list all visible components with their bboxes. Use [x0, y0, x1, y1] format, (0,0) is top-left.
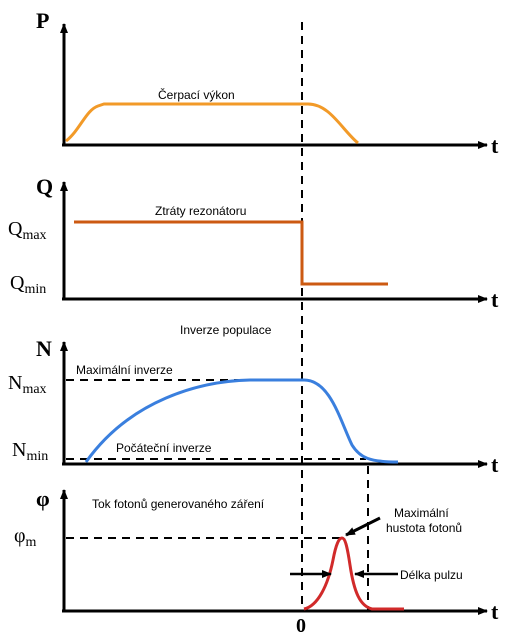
population-inversion-panel: Inverze populace N t Maximální inverze P…: [8, 323, 499, 477]
phi-x-axis-label: t: [491, 599, 499, 624]
phi-heading: Tok fotonů generovaného záření: [92, 497, 265, 511]
n-max-label: Nmax: [8, 372, 47, 397]
phi-y-axis-label: φ: [36, 486, 50, 511]
q-curve-label: Ztráty rezonátoru: [155, 204, 246, 218]
pump-power-curve: [65, 102, 359, 145]
q-min-label: Qmin: [10, 272, 46, 297]
pulse-width-label: Délka pulzu: [400, 568, 463, 582]
q-max-label: Qmax: [8, 218, 47, 243]
peak-note-line1: Maximální: [394, 506, 449, 520]
n-min-label: Nmin: [12, 439, 48, 464]
peak-pointer-arrow: [345, 516, 381, 537]
pump-power-panel: P t Čerpací výkon: [36, 8, 499, 158]
q-x-axis-label: t: [491, 287, 499, 312]
phi-peak-label: φm: [14, 525, 37, 550]
peak-note-line2: hustota fotonů: [386, 521, 462, 535]
pump-curve-label: Čerpací výkon: [158, 87, 235, 102]
n-max-line-label: Maximální inverze: [76, 363, 173, 377]
n-y-axis-label: N: [36, 336, 52, 361]
n-min-line-label: Počáteční inverze: [116, 441, 212, 455]
pump-y-axis-label: P: [36, 8, 49, 33]
photon-flux-pulse: [303, 536, 404, 611]
population-inversion-curve: [84, 378, 399, 464]
pump-x-axis-label: t: [491, 133, 499, 158]
n-x-axis-label: t: [491, 452, 499, 477]
n-heading: Inverze populace: [180, 323, 272, 337]
resonator-loss-panel: Q t Ztráty rezonátoru Qmax Qmin: [8, 174, 499, 312]
time-zero-label: 0: [296, 615, 306, 637]
resonator-loss-curve: [74, 220, 388, 286]
q-y-axis-label: Q: [36, 174, 53, 199]
photon-flux-panel: φ t Tok fotonů generovaného záření φm Ma…: [14, 466, 499, 624]
